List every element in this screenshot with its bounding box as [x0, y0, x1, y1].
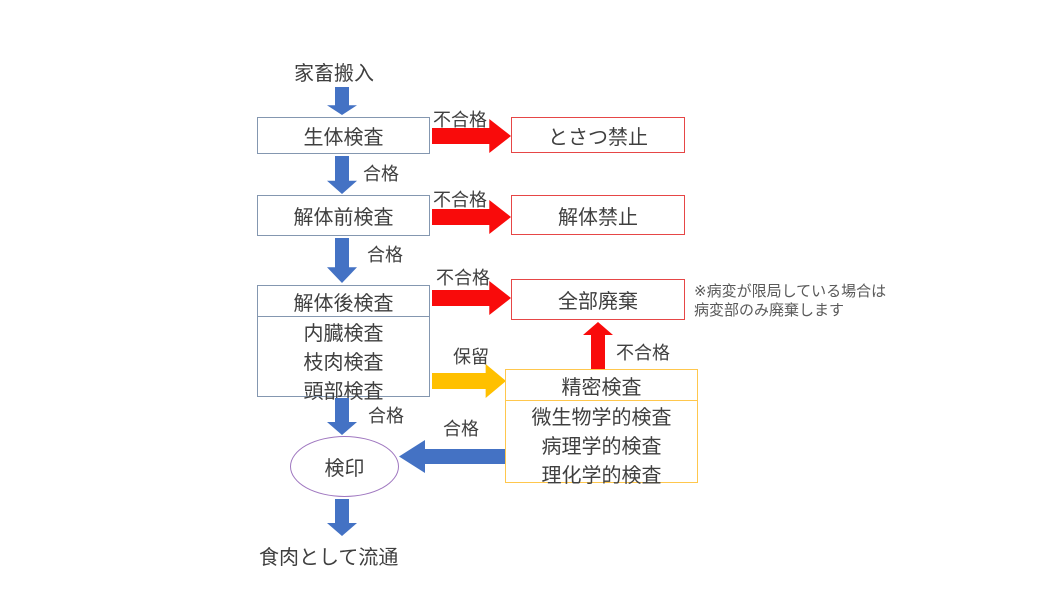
arrow-down-pre-to-post-dismantling	[327, 238, 357, 283]
label-pass-1: 合格	[363, 164, 399, 184]
label-pass-3: 合格	[368, 406, 404, 426]
arrow-down-start-to-live-inspection	[327, 87, 357, 115]
label-meat-distribution: 食肉として流通	[259, 547, 399, 569]
arrow-right-fail-total-disposal	[432, 281, 511, 315]
box-dismantling-prohibited-label: 解体禁止	[558, 206, 638, 229]
label-pass-4: 合格	[443, 419, 479, 439]
box-detailed-inspection-title: 精密検査	[506, 370, 697, 401]
post-item-organ: 内臓検査	[303, 323, 384, 345]
post-dismantling-items: 内臓検査 枝肉検査 頭部検査	[258, 317, 429, 404]
box-live-inspection-label: 生体検査	[303, 127, 384, 149]
box-pre-dismantling-label: 解体前検査	[293, 207, 394, 229]
arrow-left-pass-detailed-to-stamp	[399, 440, 505, 473]
post-item-head: 頭部検査	[303, 381, 384, 403]
detailed-item-physicochemical: 理化学的検査	[541, 465, 662, 487]
note-limited-lesion: ※病変が限局している場合は 病変部のみ廃棄します	[694, 282, 886, 320]
label-livestock-arrival: 家畜搬入	[294, 63, 374, 85]
label-fail-1: 不合格	[433, 110, 487, 130]
arrow-right-fail-dismantling-prohibited	[432, 200, 511, 234]
label-pass-2: 合格	[367, 245, 403, 265]
arrow-down-post-to-stamp	[327, 398, 357, 435]
box-live-inspection: 生体検査	[257, 117, 430, 154]
box-post-dismantling-title: 解体後検査	[258, 286, 429, 317]
arrow-up-fail-detailed-to-disposal	[583, 322, 613, 369]
box-slaughter-prohibited: とさつ禁止	[511, 117, 685, 153]
arrow-right-fail-slaughter-prohibited	[432, 119, 511, 153]
box-slaughter-prohibited-label: とさつ禁止	[548, 126, 648, 149]
label-fail-4: 不合格	[616, 343, 670, 363]
detailed-item-pathological: 病理学的検査	[541, 436, 662, 458]
box-pre-dismantling-inspection: 解体前検査	[257, 195, 430, 236]
arrow-right-hold-detailed-inspection	[432, 364, 506, 398]
arrow-down-live-to-pre-dismantling	[327, 156, 357, 194]
box-detailed-inspection: 精密検査 微生物学的検査 病理学的検査 理化学的検査	[505, 369, 698, 487]
note-line-2: 病変部のみ廃棄します	[694, 302, 845, 319]
label-fail-3: 不合格	[436, 268, 490, 288]
arrow-down-stamp-to-distribution	[327, 499, 357, 536]
label-hold: 保留	[453, 347, 489, 367]
stamp-label: 検印	[324, 458, 365, 480]
detailed-item-microbiological: 微生物学的検査	[531, 407, 672, 429]
box-dismantling-prohibited: 解体禁止	[511, 195, 685, 235]
box-total-disposal-label: 全部廃棄	[558, 291, 638, 313]
box-post-dismantling-inspection: 解体後検査 内臓検査 枝肉検査 頭部検査	[257, 285, 430, 403]
post-item-carcass: 枝肉検査	[303, 352, 384, 374]
stamp-ellipse: 検印	[290, 436, 399, 497]
box-total-disposal: 全部廃棄	[511, 279, 685, 320]
label-fail-2: 不合格	[433, 190, 487, 210]
note-line-1: ※病変が限局している場合は	[694, 283, 887, 300]
detailed-inspection-items: 微生物学的検査 病理学的検査 理化学的検査	[506, 401, 697, 488]
